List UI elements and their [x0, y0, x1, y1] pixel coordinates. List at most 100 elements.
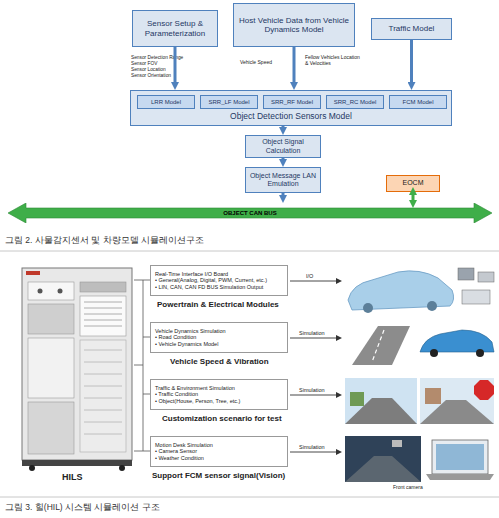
node-text: SRR_RF Model [271, 99, 313, 106]
laptop-base [426, 474, 494, 480]
rack-logo [26, 271, 40, 275]
rack-panel [28, 338, 74, 398]
node-text: • Camera Sensor [155, 448, 197, 454]
flow-arrow [282, 158, 285, 159]
rack-body [22, 268, 132, 460]
text-label: Sensor Orientation [131, 73, 171, 79]
node-text: • Vehicle Dynamics Model [155, 341, 218, 347]
text-label: HILS [62, 472, 83, 482]
car-wheel [430, 349, 438, 357]
node-text: • LIN, CAN, CAN FD BUS Simulation Output [155, 284, 263, 290]
flow-arrow [410, 40, 413, 82]
node-text: Sensor Setup & Parameterization [136, 19, 214, 37]
node-text: Traffic Model [389, 24, 435, 33]
can-bus-arrow: OBJECT CAN BUS [8, 203, 492, 223]
car-wheel [363, 303, 373, 313]
simulation-box: Traffic & Environment Simulation• Traffi… [150, 379, 288, 410]
car-wheel [427, 301, 437, 311]
text-label: 그림 3. 힐(HIL) 시스템 시뮬레이션 구조 [5, 503, 160, 513]
node-text: • Traffic Condition [155, 391, 198, 397]
car-wireframe [348, 271, 454, 310]
separator-line [0, 251, 499, 252]
flow-arrow [412, 195, 415, 200]
box-heading: Vehicle Dynamics Simulation [155, 328, 226, 334]
input-box: Host Vehicle Data from Vehicle Dynamics … [233, 3, 355, 47]
row-arrow [290, 338, 336, 339]
road-surface [352, 326, 410, 365]
box-heading: Real-Time Interface I/O Board [155, 271, 228, 277]
separator-line [0, 497, 499, 498]
car-wheel [476, 349, 484, 357]
text-label: Sensor FOV [131, 61, 157, 67]
text-label: Vehicle Speed [240, 60, 272, 66]
node-text: EOCM [403, 179, 424, 187]
process-box: Object Message LAN Emulation [245, 167, 321, 193]
node-text: • Weather Condition [155, 455, 204, 461]
simulation-box: Vehicle Dynamics Simulation• Road Condit… [150, 322, 288, 353]
node-text: Object Signal Calculation [249, 138, 317, 154]
flow-arrow [282, 193, 285, 195]
scene-sky [345, 378, 417, 424]
rack-module [80, 340, 126, 452]
rack-slots [84, 302, 122, 326]
sensor-model-box: LRR Model [137, 95, 195, 109]
rack-module [80, 282, 126, 292]
windshield-view [345, 436, 421, 482]
row-arrow [290, 281, 336, 282]
rack-panel [28, 304, 74, 334]
bus-arrow-body [8, 203, 492, 223]
input-box: Sensor Setup & Parameterization [132, 10, 218, 47]
front-camera [392, 440, 402, 447]
text-label: Sensor Location [131, 67, 166, 73]
row-arrow [290, 452, 336, 453]
laptop-screen [432, 440, 488, 474]
ecu-module [458, 268, 474, 280]
node-text: Object Detection Sensors Model [230, 112, 352, 122]
node-text: • General(Analog, Digital, PWM, Current,… [155, 277, 267, 283]
simulation-box: Motion Desk Simulation• Camera Sensor• W… [150, 436, 288, 467]
ecu-module [478, 272, 494, 282]
rack-knob [58, 289, 63, 294]
text-label: Simulation [299, 444, 325, 450]
node-text: • Road Condition [155, 334, 196, 340]
sensor-model-box: SRR_LF Model [200, 95, 258, 109]
road-marking [372, 330, 384, 362]
sensor-model-box: SRR_RF Model [263, 95, 321, 109]
flow-arrow [174, 47, 177, 82]
sensor-model-box: FCM Model [389, 95, 447, 109]
scene-house [425, 388, 441, 404]
rack-knob [38, 289, 43, 294]
bracket-lines [134, 280, 150, 451]
text-label: Simulation [299, 387, 325, 393]
rack-panel [28, 282, 74, 300]
text-label: Front camera [393, 485, 423, 491]
node-text: Host Vehicle Data from Vehicle Dynamics … [237, 16, 351, 34]
node-text: SRR_LF Model [208, 99, 249, 106]
rack-base [22, 460, 132, 466]
node-text: • Object(House, Person, Tree, etc.) [155, 398, 240, 404]
text-label: Customization scenario for test [162, 414, 282, 423]
rack-slots [84, 350, 122, 434]
row-arrow [290, 395, 336, 396]
sensor-model-group: Object Detection Sensors Model LRR Model S… [130, 90, 452, 126]
ecu-module [462, 290, 490, 304]
text-label: Powertrain & Electrical Modules [157, 300, 279, 309]
box-heading: Traffic & Environment Simulation [155, 385, 235, 391]
process-box: Object Signal Calculation [245, 135, 321, 158]
text-label: I/O [306, 273, 313, 279]
text-label: Simulation [299, 330, 325, 336]
rack-panel [28, 402, 74, 454]
node-text: LRR Model [151, 99, 181, 106]
rack-wheel [119, 465, 125, 471]
flow-arrow [293, 47, 296, 82]
box-heading: Motion Desk Simulation [155, 442, 213, 448]
node-text: FCM Model [402, 99, 433, 106]
input-box: Traffic Model [371, 18, 452, 40]
scene-road [345, 456, 421, 482]
text-label: Sensor Detection Range [131, 55, 183, 61]
scene-sky [420, 378, 494, 424]
text-label: Vehicle Speed & Vibration [170, 357, 269, 366]
flow-arrow [282, 126, 285, 127]
simulation-box: Real-Time Interface I/O Board• General(A… [150, 265, 288, 296]
